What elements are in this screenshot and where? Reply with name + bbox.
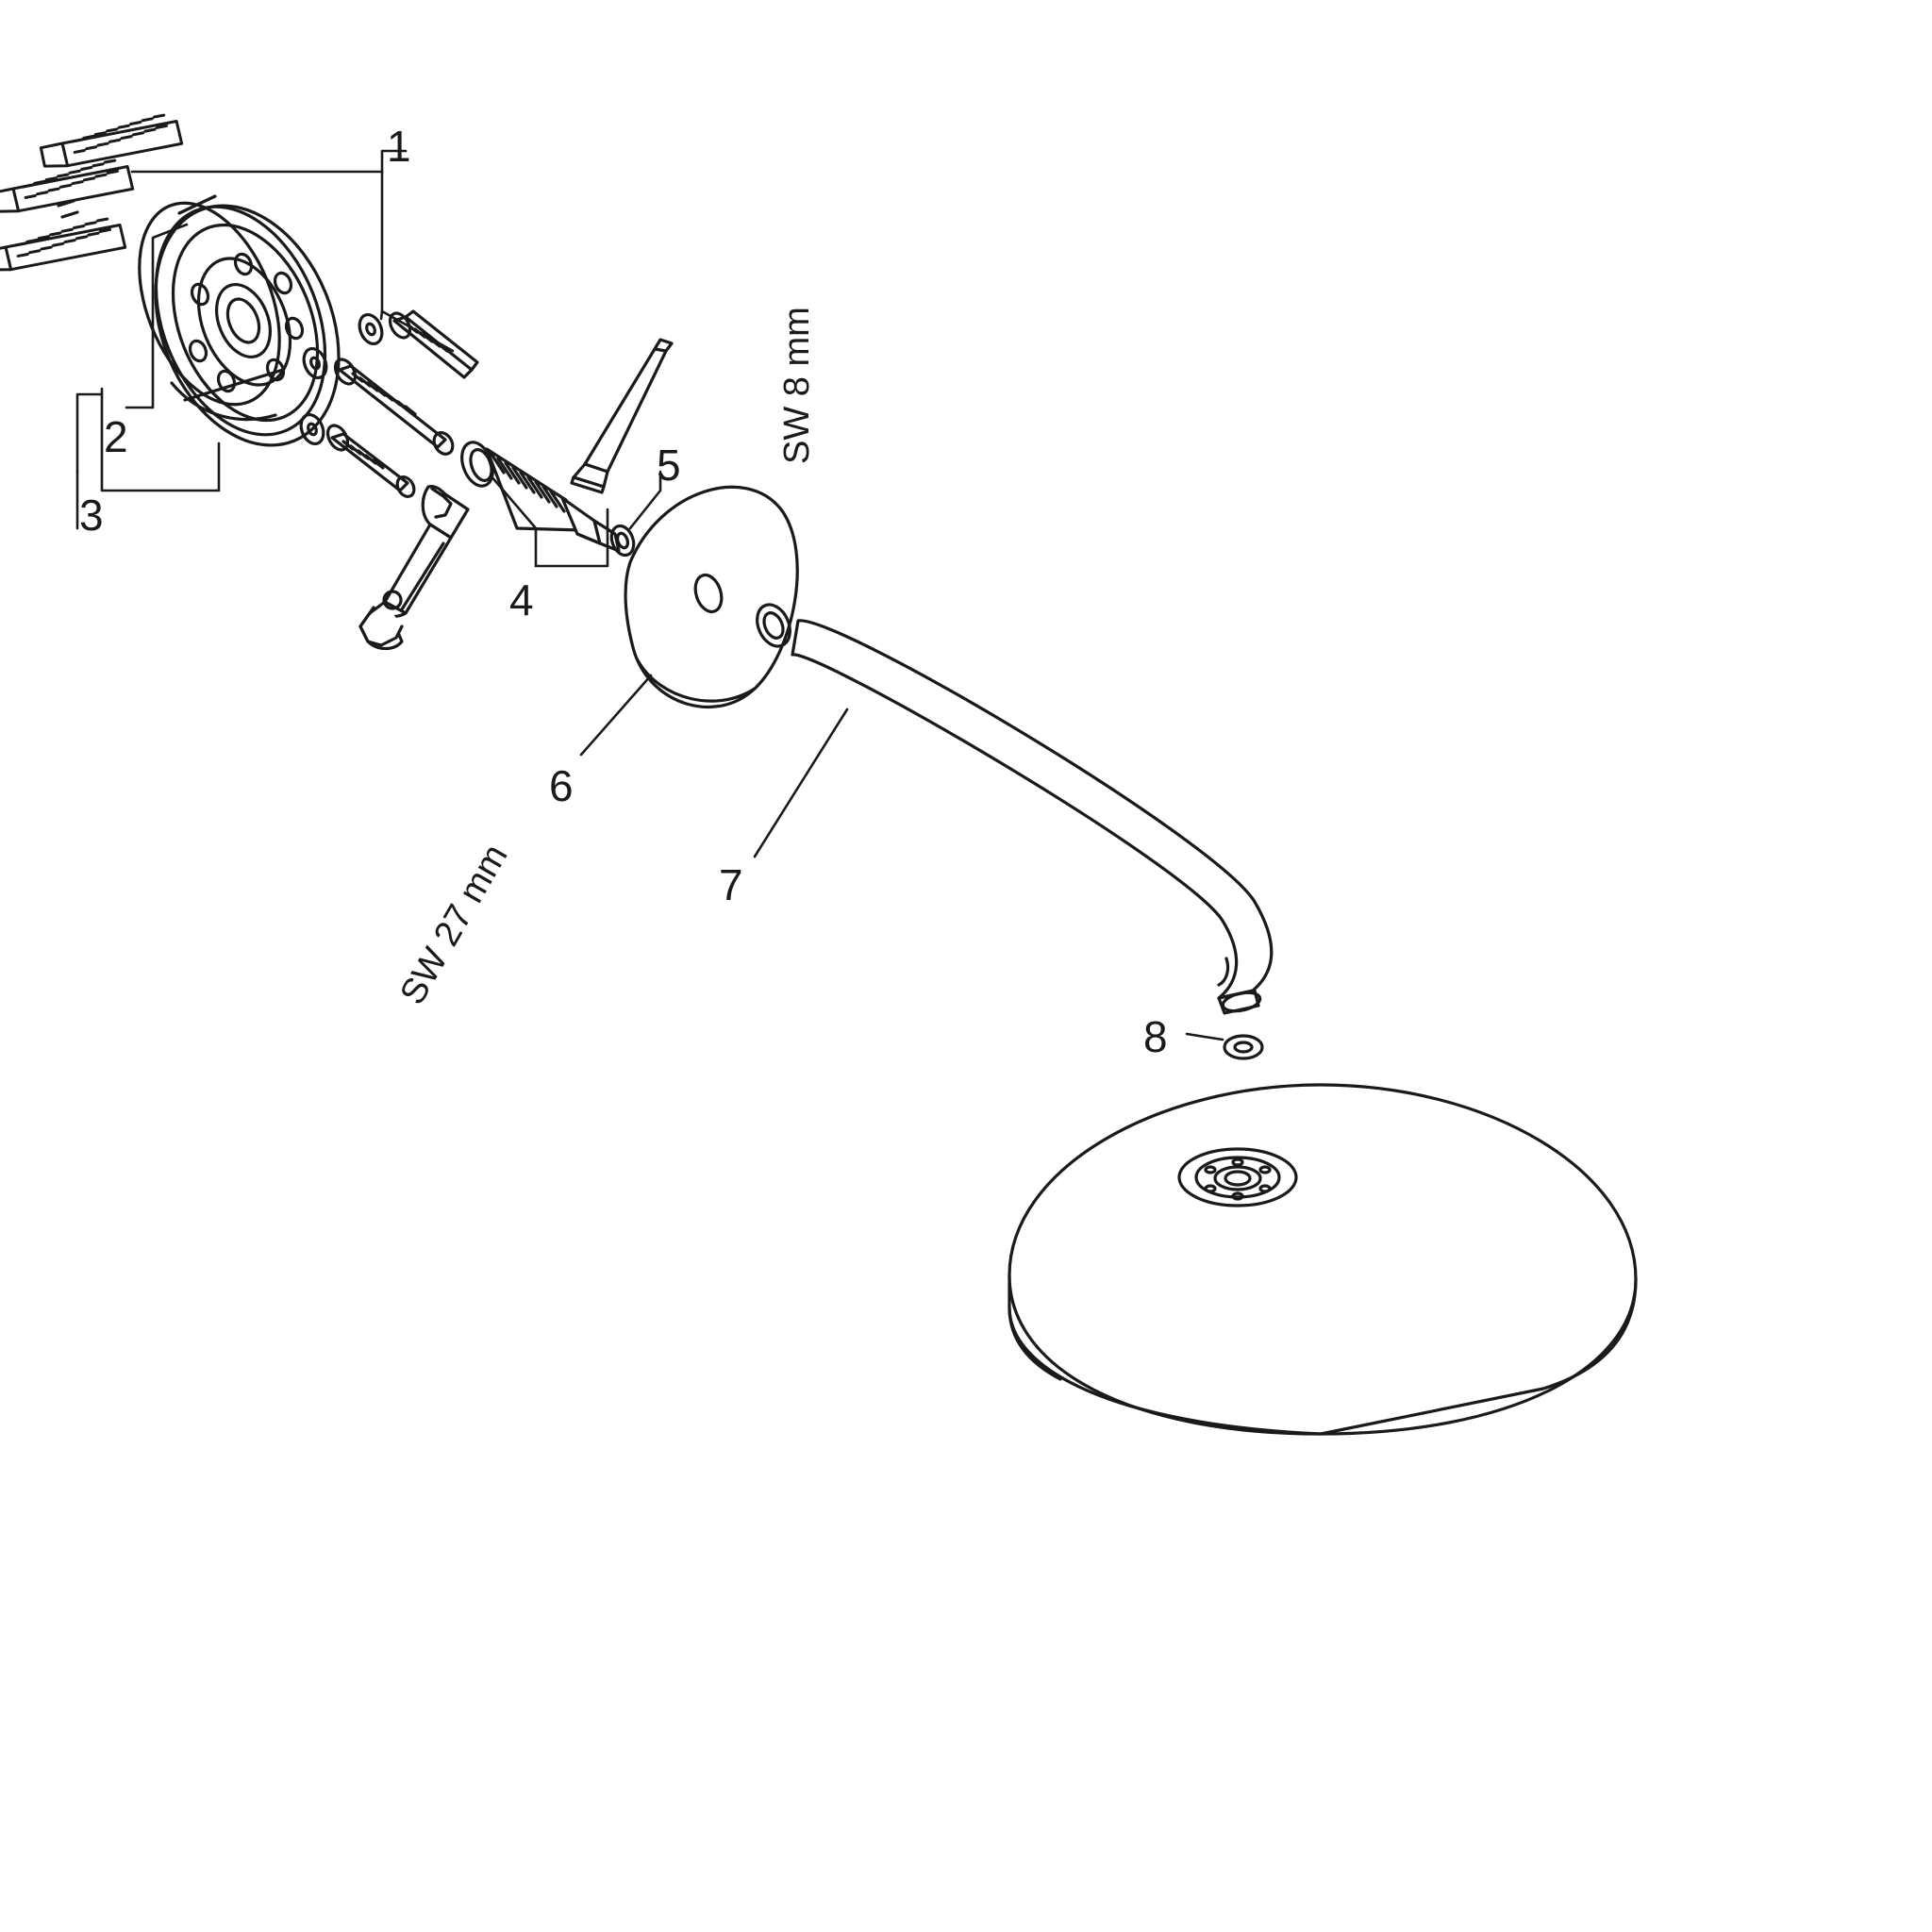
allen-key-sw8 bbox=[570, 338, 674, 494]
callout-4: 4 bbox=[509, 575, 534, 625]
callout-8: 8 bbox=[1143, 1012, 1168, 1061]
threaded-connector bbox=[460, 441, 636, 558]
callout-5: 5 bbox=[657, 441, 681, 490]
mounting-screw-3 bbox=[299, 413, 416, 498]
callout-7: 7 bbox=[719, 860, 743, 909]
wrench-sw27 bbox=[358, 485, 470, 651]
overhead-shower-head bbox=[1008, 1083, 1638, 1436]
callout-6: 6 bbox=[549, 761, 574, 810]
shower-arm bbox=[791, 619, 1274, 1015]
wall-anchor-3 bbox=[0, 205, 130, 286]
escutcheon-cover bbox=[624, 485, 799, 709]
mounting-screw-2 bbox=[302, 347, 455, 456]
seal-washer bbox=[1223, 1034, 1264, 1060]
callout-2: 2 bbox=[104, 412, 128, 461]
callout-3: 3 bbox=[79, 491, 104, 540]
wall-mount-plate bbox=[138, 194, 341, 447]
tool-label-sw8: SW 8 mm bbox=[777, 307, 817, 464]
callout-1: 1 bbox=[387, 122, 411, 171]
leader-lines bbox=[75, 149, 1224, 1041]
mounting-screw-1 bbox=[358, 309, 479, 379]
oring-arm bbox=[756, 603, 791, 648]
